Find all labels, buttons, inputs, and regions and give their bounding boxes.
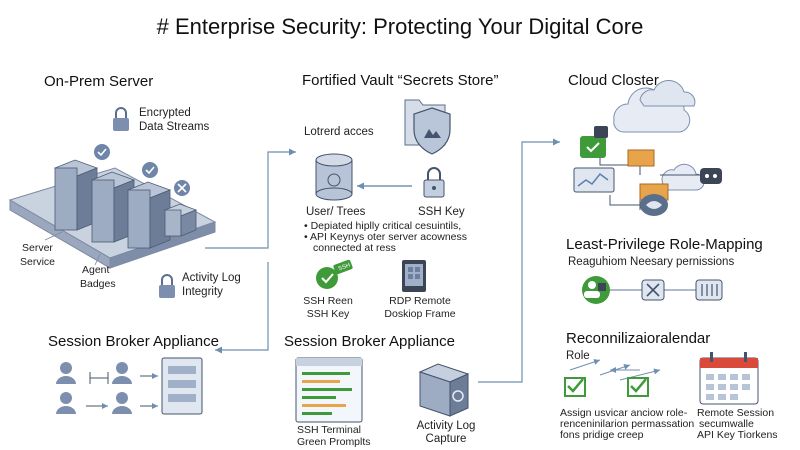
lock-icon (423, 167, 445, 198)
arrow-vault-to-session (215, 262, 269, 354)
role-arrows (569, 359, 661, 381)
checkbox-check-icon (627, 377, 649, 397)
role-label: Role (566, 350, 590, 362)
integrity-label: Integrity (182, 286, 223, 298)
checkbox-check-icon (564, 377, 586, 397)
user-icon (112, 362, 132, 384)
user-icon (56, 392, 76, 414)
database-icon (315, 153, 353, 201)
hexagon-icon (640, 194, 668, 216)
terminal-window-icon (295, 357, 363, 423)
rdp-label-2: Doskiop Frame (384, 308, 456, 320)
user-trees-label: User/ Trees (306, 206, 366, 218)
vault-heading: Fortified Vault “Secrets Store” (302, 72, 499, 89)
server-label: Server (22, 242, 53, 254)
server-rack (53, 159, 99, 231)
activity-capture-label-2: Capture (425, 433, 467, 445)
broker-appliance-icon (161, 357, 203, 415)
server-rack (126, 181, 172, 249)
shield-check-icon (580, 136, 606, 158)
server-rack-small (163, 203, 198, 237)
ssh-reen-label: SSH Reen (303, 295, 353, 307)
x-badge-icon (174, 180, 190, 196)
ssh-key-label: SSH Key (418, 206, 465, 218)
agent-label: Agent (82, 264, 110, 276)
activity-log-label: Activity Log (182, 272, 241, 284)
least-privilege-heading: Least-Privilege Role-Mapping (566, 236, 763, 253)
lock-icon (594, 126, 608, 138)
remote-session-label-3: API Key Tiorkens (697, 429, 778, 441)
service-label: Service (20, 256, 56, 268)
server-racks (53, 159, 198, 249)
assign-label-3: fons pridige creep (560, 429, 644, 441)
ssh-terminal-label: SSH Terminal (297, 424, 361, 436)
connector-arrows (205, 138, 560, 383)
tablet-icon (402, 260, 426, 292)
ssh-key-badge-icon (316, 259, 353, 289)
router-icon (700, 168, 722, 184)
shield-check-icon (142, 162, 158, 178)
assign-label-1: Assign usvicar anciow role- (560, 407, 688, 419)
activity-capture-label-1: Activity Log (416, 420, 476, 432)
arrow-onprem-to-vault (205, 148, 296, 249)
cloud-icon (661, 163, 705, 191)
shield-icon (413, 107, 451, 155)
vault-bullet-2: • API Keynys oter server acowness (304, 231, 467, 243)
reconciliation-heading: Reconnilizaioralendar (566, 330, 711, 347)
monitor-chart-icon (573, 167, 615, 193)
user-role-icon (582, 276, 610, 304)
user-icon (56, 362, 76, 384)
calendar-icon (699, 352, 759, 405)
lock-icon (113, 107, 129, 131)
cloud-icon (639, 80, 696, 107)
lock-icon (159, 274, 175, 298)
encrypted-label-2: Data Streams (139, 121, 210, 133)
ssh-badge-text: SSH (338, 263, 352, 273)
badges-label: Badges (80, 278, 116, 290)
least-privilege-subheading: Reaguhiom Neesary pernissions (568, 256, 735, 268)
broker-links (86, 372, 158, 409)
green-prompts-label: Green Promplts (297, 436, 371, 448)
assign-label-2: renceninilarion permassation (560, 418, 695, 430)
remote-session-label-1: Remote Session (697, 407, 775, 419)
encrypted-label-1: Encrypted (139, 107, 191, 119)
onprem-heading: On-Prem Server (44, 73, 154, 90)
tools-icon (641, 279, 665, 301)
cloud-heading: Cloud Closter (568, 72, 659, 89)
vault-bullet-3: connected at ress (313, 242, 396, 254)
rdp-label-1: RDP Remote (389, 295, 451, 307)
ssh-key-sub-label: SSH Key (306, 308, 350, 320)
arrow-capture-to-cloud (478, 138, 560, 383)
user-icon (112, 392, 132, 414)
session-broker-mid-heading: Session Broker Appliance (284, 333, 455, 350)
page-title: # Enterprise Security: Protecting Your D… (156, 14, 644, 39)
permissions-grid-icon (695, 279, 723, 301)
lotrerd-label: Lotrerd acces (304, 126, 374, 138)
remote-session-label-2: secumwalle (699, 418, 754, 430)
shield-check-icon (94, 144, 110, 160)
capture-appliance-icon (418, 363, 470, 417)
vault-bullet-1: • Depiated hiplly critical cesuintils, (304, 220, 462, 232)
session-broker-left-heading: Session Broker Appliance (48, 333, 219, 350)
folder-icon (627, 149, 655, 167)
